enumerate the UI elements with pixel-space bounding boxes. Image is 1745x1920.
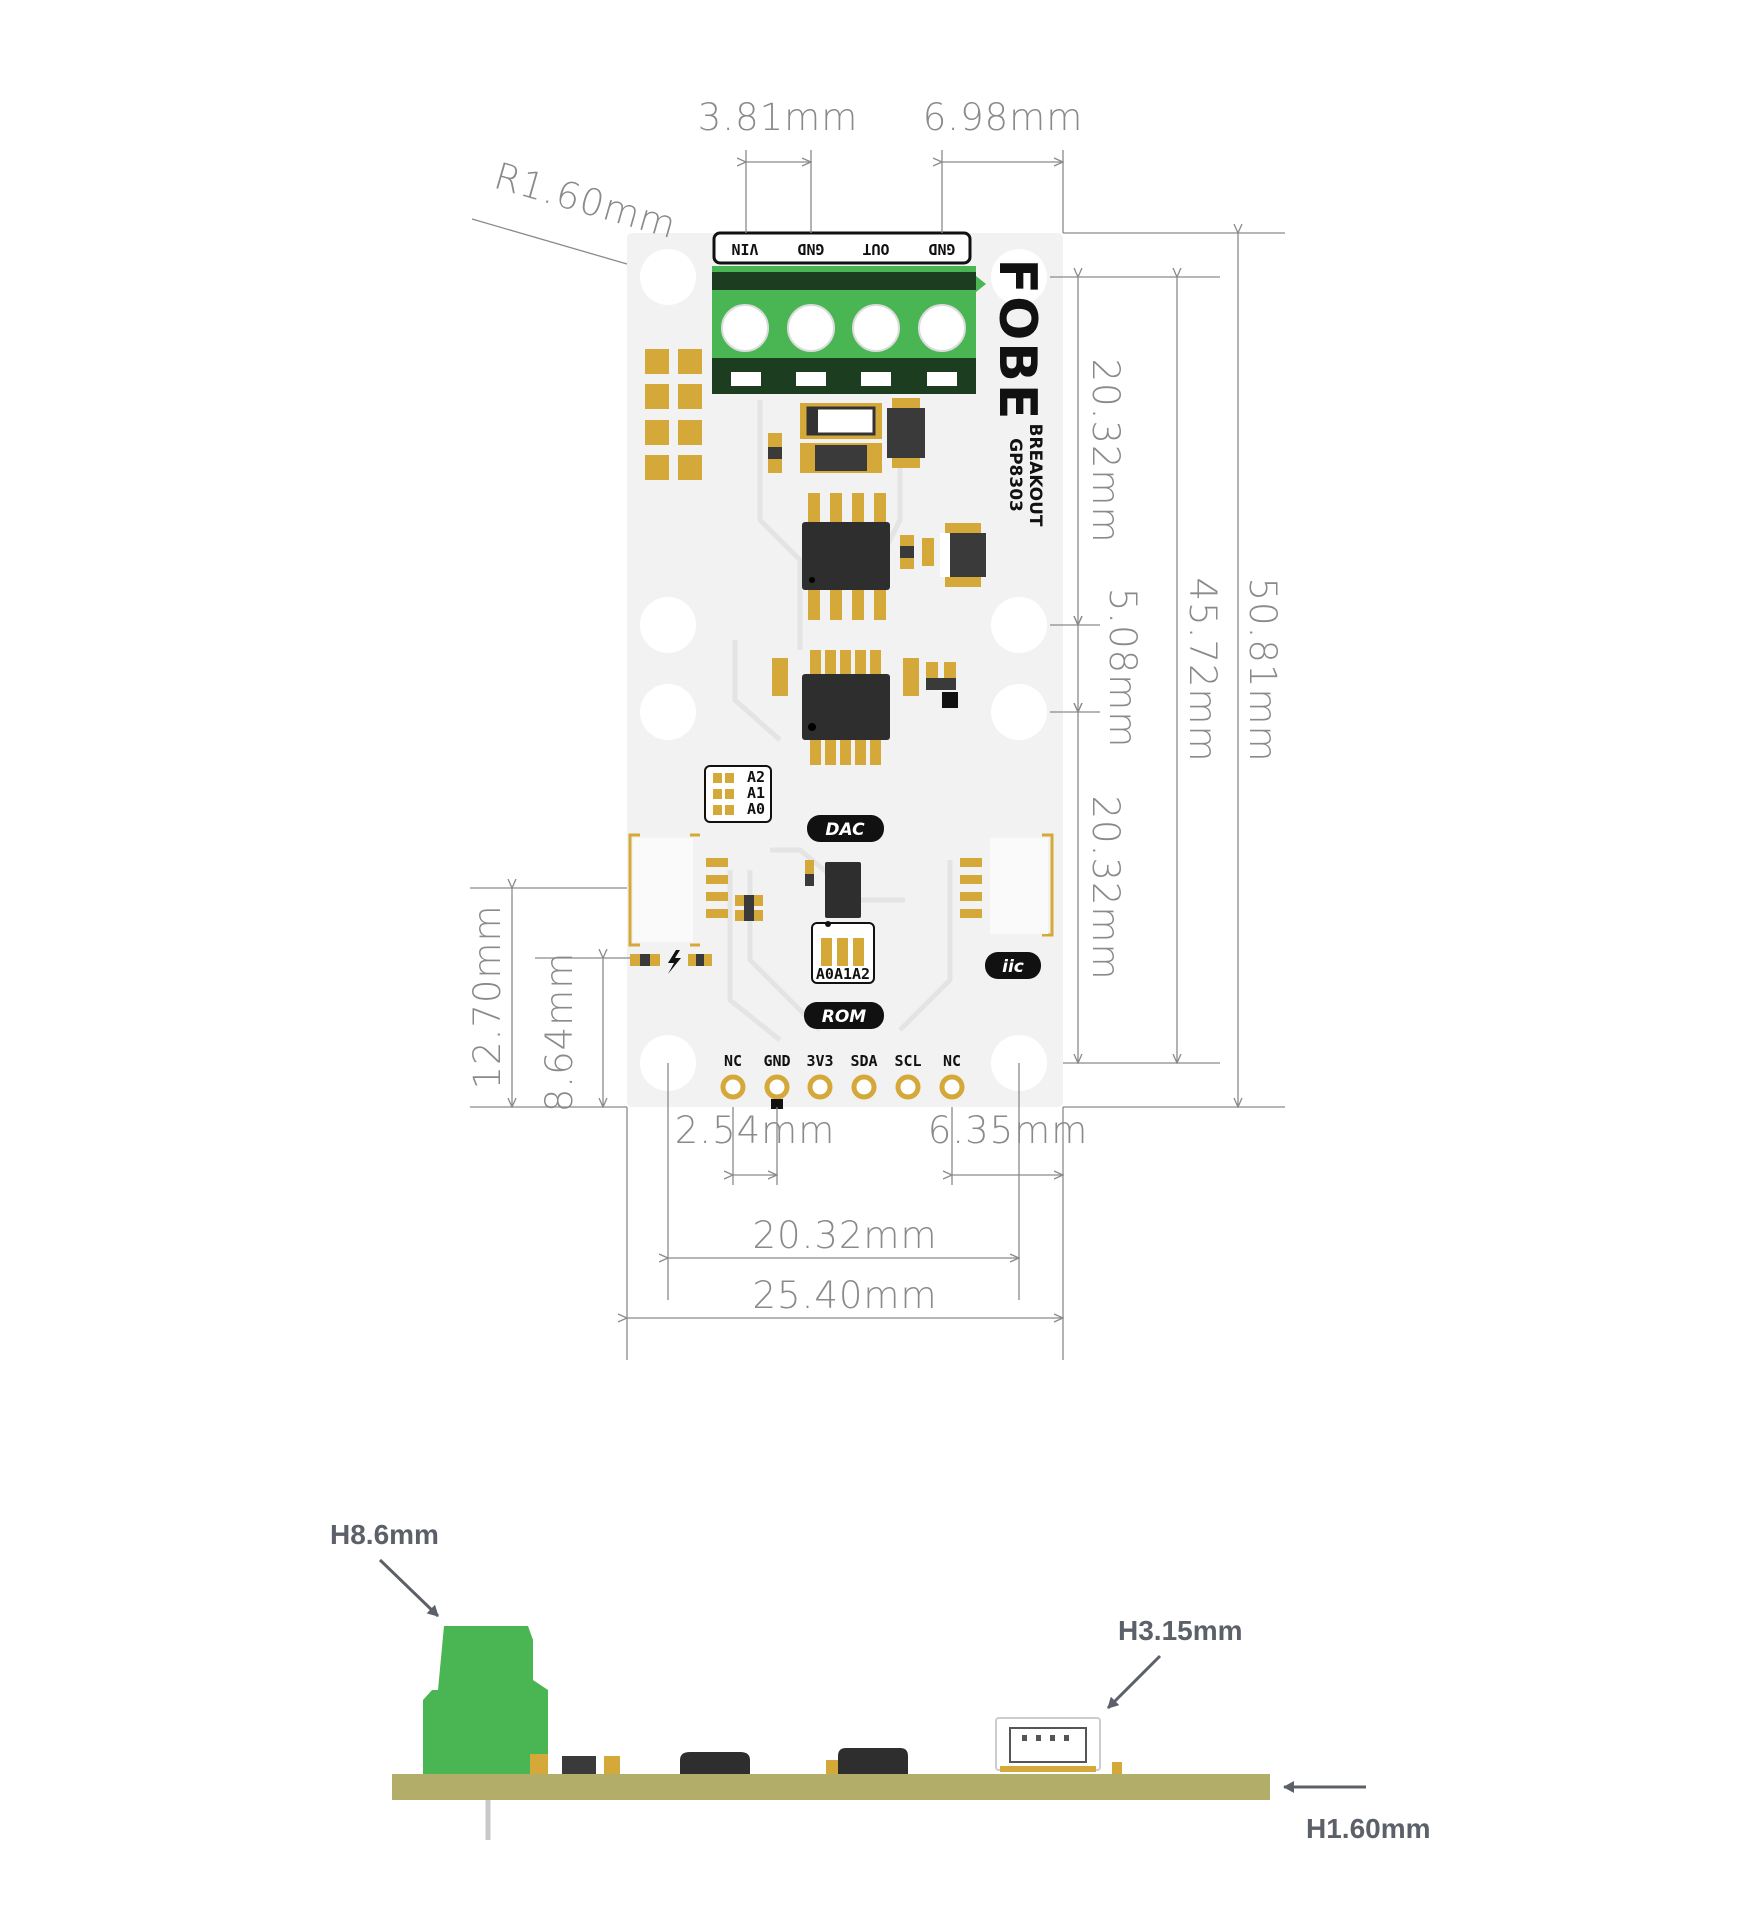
dim-hole-span-horizontal: 20.32mm	[752, 1214, 937, 1257]
pcb-side	[392, 1774, 1270, 1800]
address-jumpers: A2 A1 A0	[704, 765, 772, 823]
terminal-wire-slots	[731, 372, 957, 386]
product-line-1: BREAKOUT	[1025, 423, 1045, 526]
terminal-label: GND	[928, 240, 955, 258]
terminal-top-band	[712, 272, 976, 290]
dim-hole-spacing-upper: 20.32mm	[1084, 358, 1127, 543]
terminal-height-label: H8.6mm	[330, 1519, 439, 1550]
terminal-side	[423, 1626, 548, 1774]
mounting-hole	[640, 249, 696, 305]
eeprom: A0A1A2	[805, 860, 875, 984]
dim-connector-height: 12.70mm	[466, 904, 509, 1089]
dim-hole-span-vertical: 45.72mm	[1181, 577, 1224, 762]
terminal-height-arrow	[378, 1558, 440, 1618]
header-pin-label: 3V3	[806, 1052, 833, 1070]
pcb-height-label: H1.60mm	[1306, 1813, 1431, 1844]
mounting-hole	[640, 597, 696, 653]
header-pin-pad	[939, 1074, 965, 1100]
dim-hole-spacing-lower: 20.32mm	[1084, 795, 1127, 980]
header-pins: NC GND 3V3 SDA SCL NC	[720, 1052, 965, 1109]
mounting-hole	[640, 684, 696, 740]
dim-board-width: 25.40mm	[752, 1274, 937, 1317]
terminal-label: VIN	[731, 240, 758, 258]
dim-header-pitch: 2.54mm	[675, 1109, 835, 1152]
address-pad-label: A0	[747, 800, 765, 818]
terminal-screw-icon	[852, 304, 900, 352]
interface-ic	[772, 650, 958, 765]
dac-ic	[802, 493, 986, 620]
jst-connector-right	[960, 833, 1054, 937]
jst-connector-left	[628, 833, 763, 947]
mounting-hole	[991, 684, 1047, 740]
header-pin-pad	[851, 1074, 877, 1100]
terminal-screw-icon	[787, 304, 835, 352]
header-pin-pad	[764, 1074, 790, 1100]
header-pin-pad	[807, 1074, 833, 1100]
dim-hole-spacing-mid: 5.08mm	[1101, 588, 1144, 748]
rom-tag-pill	[804, 1002, 884, 1029]
dimension-lines	[470, 150, 1285, 1360]
dac-tag-pill	[807, 815, 884, 842]
dim-board-height: 50.81mm	[1241, 577, 1284, 762]
connector-height-label: H3.15mm	[1118, 1615, 1243, 1646]
capacitors-left	[645, 349, 702, 480]
iic-tag: iic	[1002, 957, 1024, 977]
dim-corner-radius: R1.60mm	[490, 154, 682, 247]
power-led	[630, 950, 712, 974]
header-pin-pad	[895, 1074, 921, 1100]
mounting-hole	[991, 597, 1047, 653]
terminal-screw-icon	[721, 304, 769, 352]
board-top-view: VIN GND OUT GND FOBE BREAK	[627, 231, 1063, 1109]
dim-terminal-pitch: 3.81mm	[698, 96, 858, 139]
dim-connector-offset: 8.64mm	[538, 952, 581, 1112]
header-pin-label: SDA	[850, 1052, 877, 1070]
lightning-icon	[668, 950, 681, 974]
product-line-2: GP8303	[1005, 438, 1025, 512]
address-pad-label: A2	[747, 768, 765, 786]
rom-pad-label: A0A1A2	[816, 965, 870, 983]
brand-logo: FOBE	[987, 259, 1047, 422]
header-pin-pad	[720, 1074, 746, 1100]
dim-terminal-edge: 6.98mm	[923, 96, 1083, 139]
dac-tag: DAC	[825, 820, 865, 840]
dimension-labels: 3.81mm 6.98mm R1.60mm 20.32mm 5.08mm 20.…	[466, 96, 1284, 1317]
iic-tag-pill	[985, 952, 1041, 979]
power-components	[768, 398, 925, 473]
brand-silkscreen: FOBE BREAKOUT GP8303	[987, 259, 1047, 527]
terminal-screw-icon	[918, 304, 966, 352]
header-pin-label: NC	[724, 1052, 742, 1070]
side-annotations: H8.6mm H3.15mm H1.60mm	[330, 1519, 1431, 1844]
address-pad-label: A1	[747, 784, 765, 802]
terminal-key	[976, 276, 986, 292]
rom-tag: ROM	[822, 1007, 867, 1027]
terminal-screws	[721, 304, 966, 352]
dim-header-edge: 6.35mm	[928, 1109, 1088, 1152]
header-pin-label: SCL	[894, 1052, 921, 1070]
mounting-hole	[991, 249, 1047, 305]
connector-height-arrow	[1106, 1654, 1162, 1710]
terminal-label-strip	[712, 231, 972, 265]
header-pin-label: NC	[943, 1052, 961, 1070]
connector-side	[995, 1717, 1122, 1774]
header-pin-label: GND	[763, 1052, 790, 1070]
board-side-view	[392, 1626, 1270, 1840]
terminal-block: VIN GND OUT GND	[712, 231, 986, 394]
terminal-label: GND	[797, 240, 824, 258]
terminal-label: OUT	[862, 240, 889, 258]
